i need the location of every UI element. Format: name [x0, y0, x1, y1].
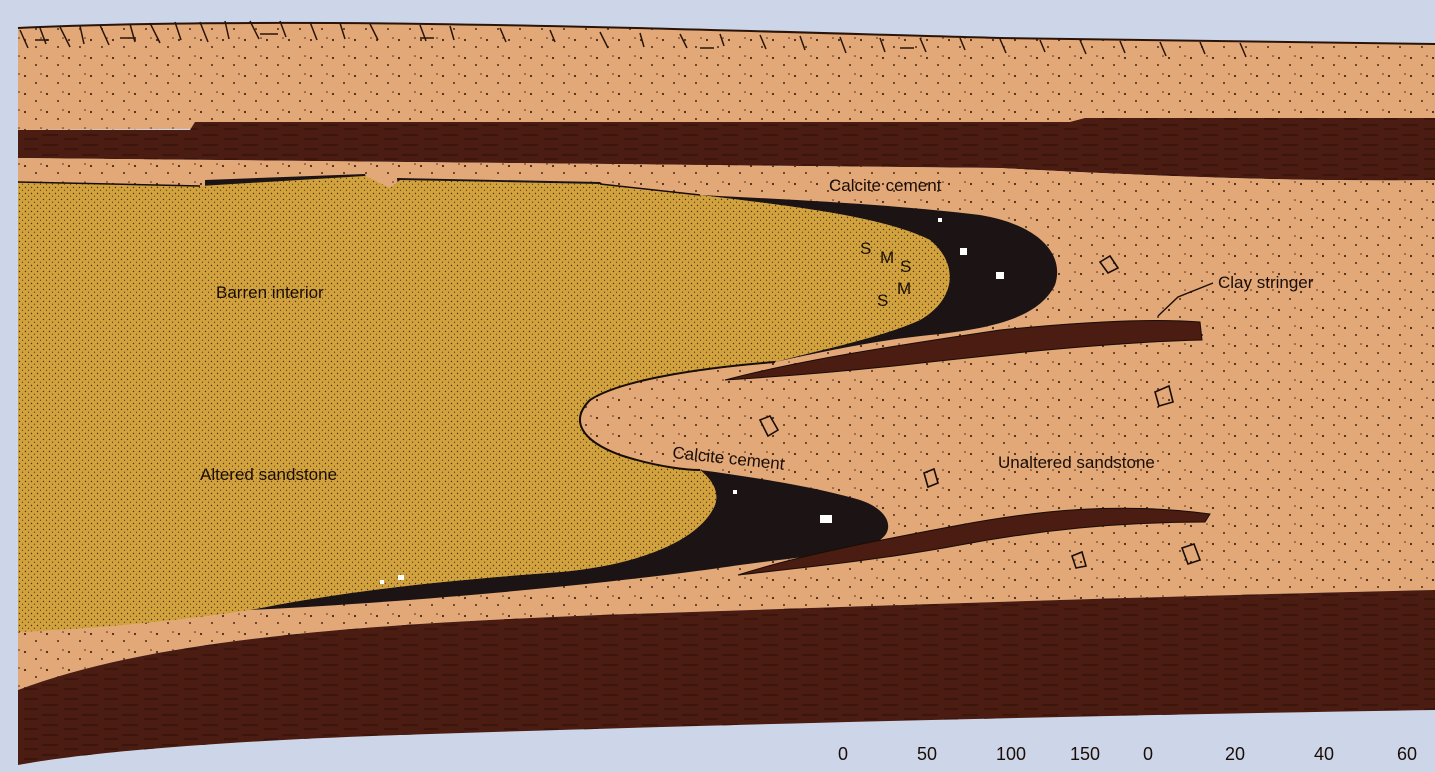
scale-tick: 50	[917, 744, 937, 764]
ore-letter: S	[860, 239, 871, 258]
ore-letter: S	[877, 291, 888, 310]
scale-tick: 0	[1143, 744, 1153, 764]
scale-tick: 60	[1397, 744, 1417, 764]
label-altered-sandstone: Altered sandstone	[200, 465, 337, 484]
scale-tick: 20	[1225, 744, 1245, 764]
scale-tick: 0	[838, 744, 848, 764]
scale-tick: 100	[996, 744, 1026, 764]
label-calcite-cement-top: Calcite cement	[829, 176, 942, 195]
ore-letter: S	[900, 257, 911, 276]
scale-tick: 150	[1070, 744, 1100, 764]
label-barren-interior: Barren interior	[216, 283, 324, 302]
ore-letter: M	[897, 279, 911, 298]
ore-letter: M	[880, 248, 894, 267]
scale-tick: 40	[1314, 744, 1334, 764]
label-clay-stringer: Clay stringer	[1218, 273, 1314, 292]
label-unaltered-sandstone: Unaltered sandstone	[998, 453, 1155, 472]
